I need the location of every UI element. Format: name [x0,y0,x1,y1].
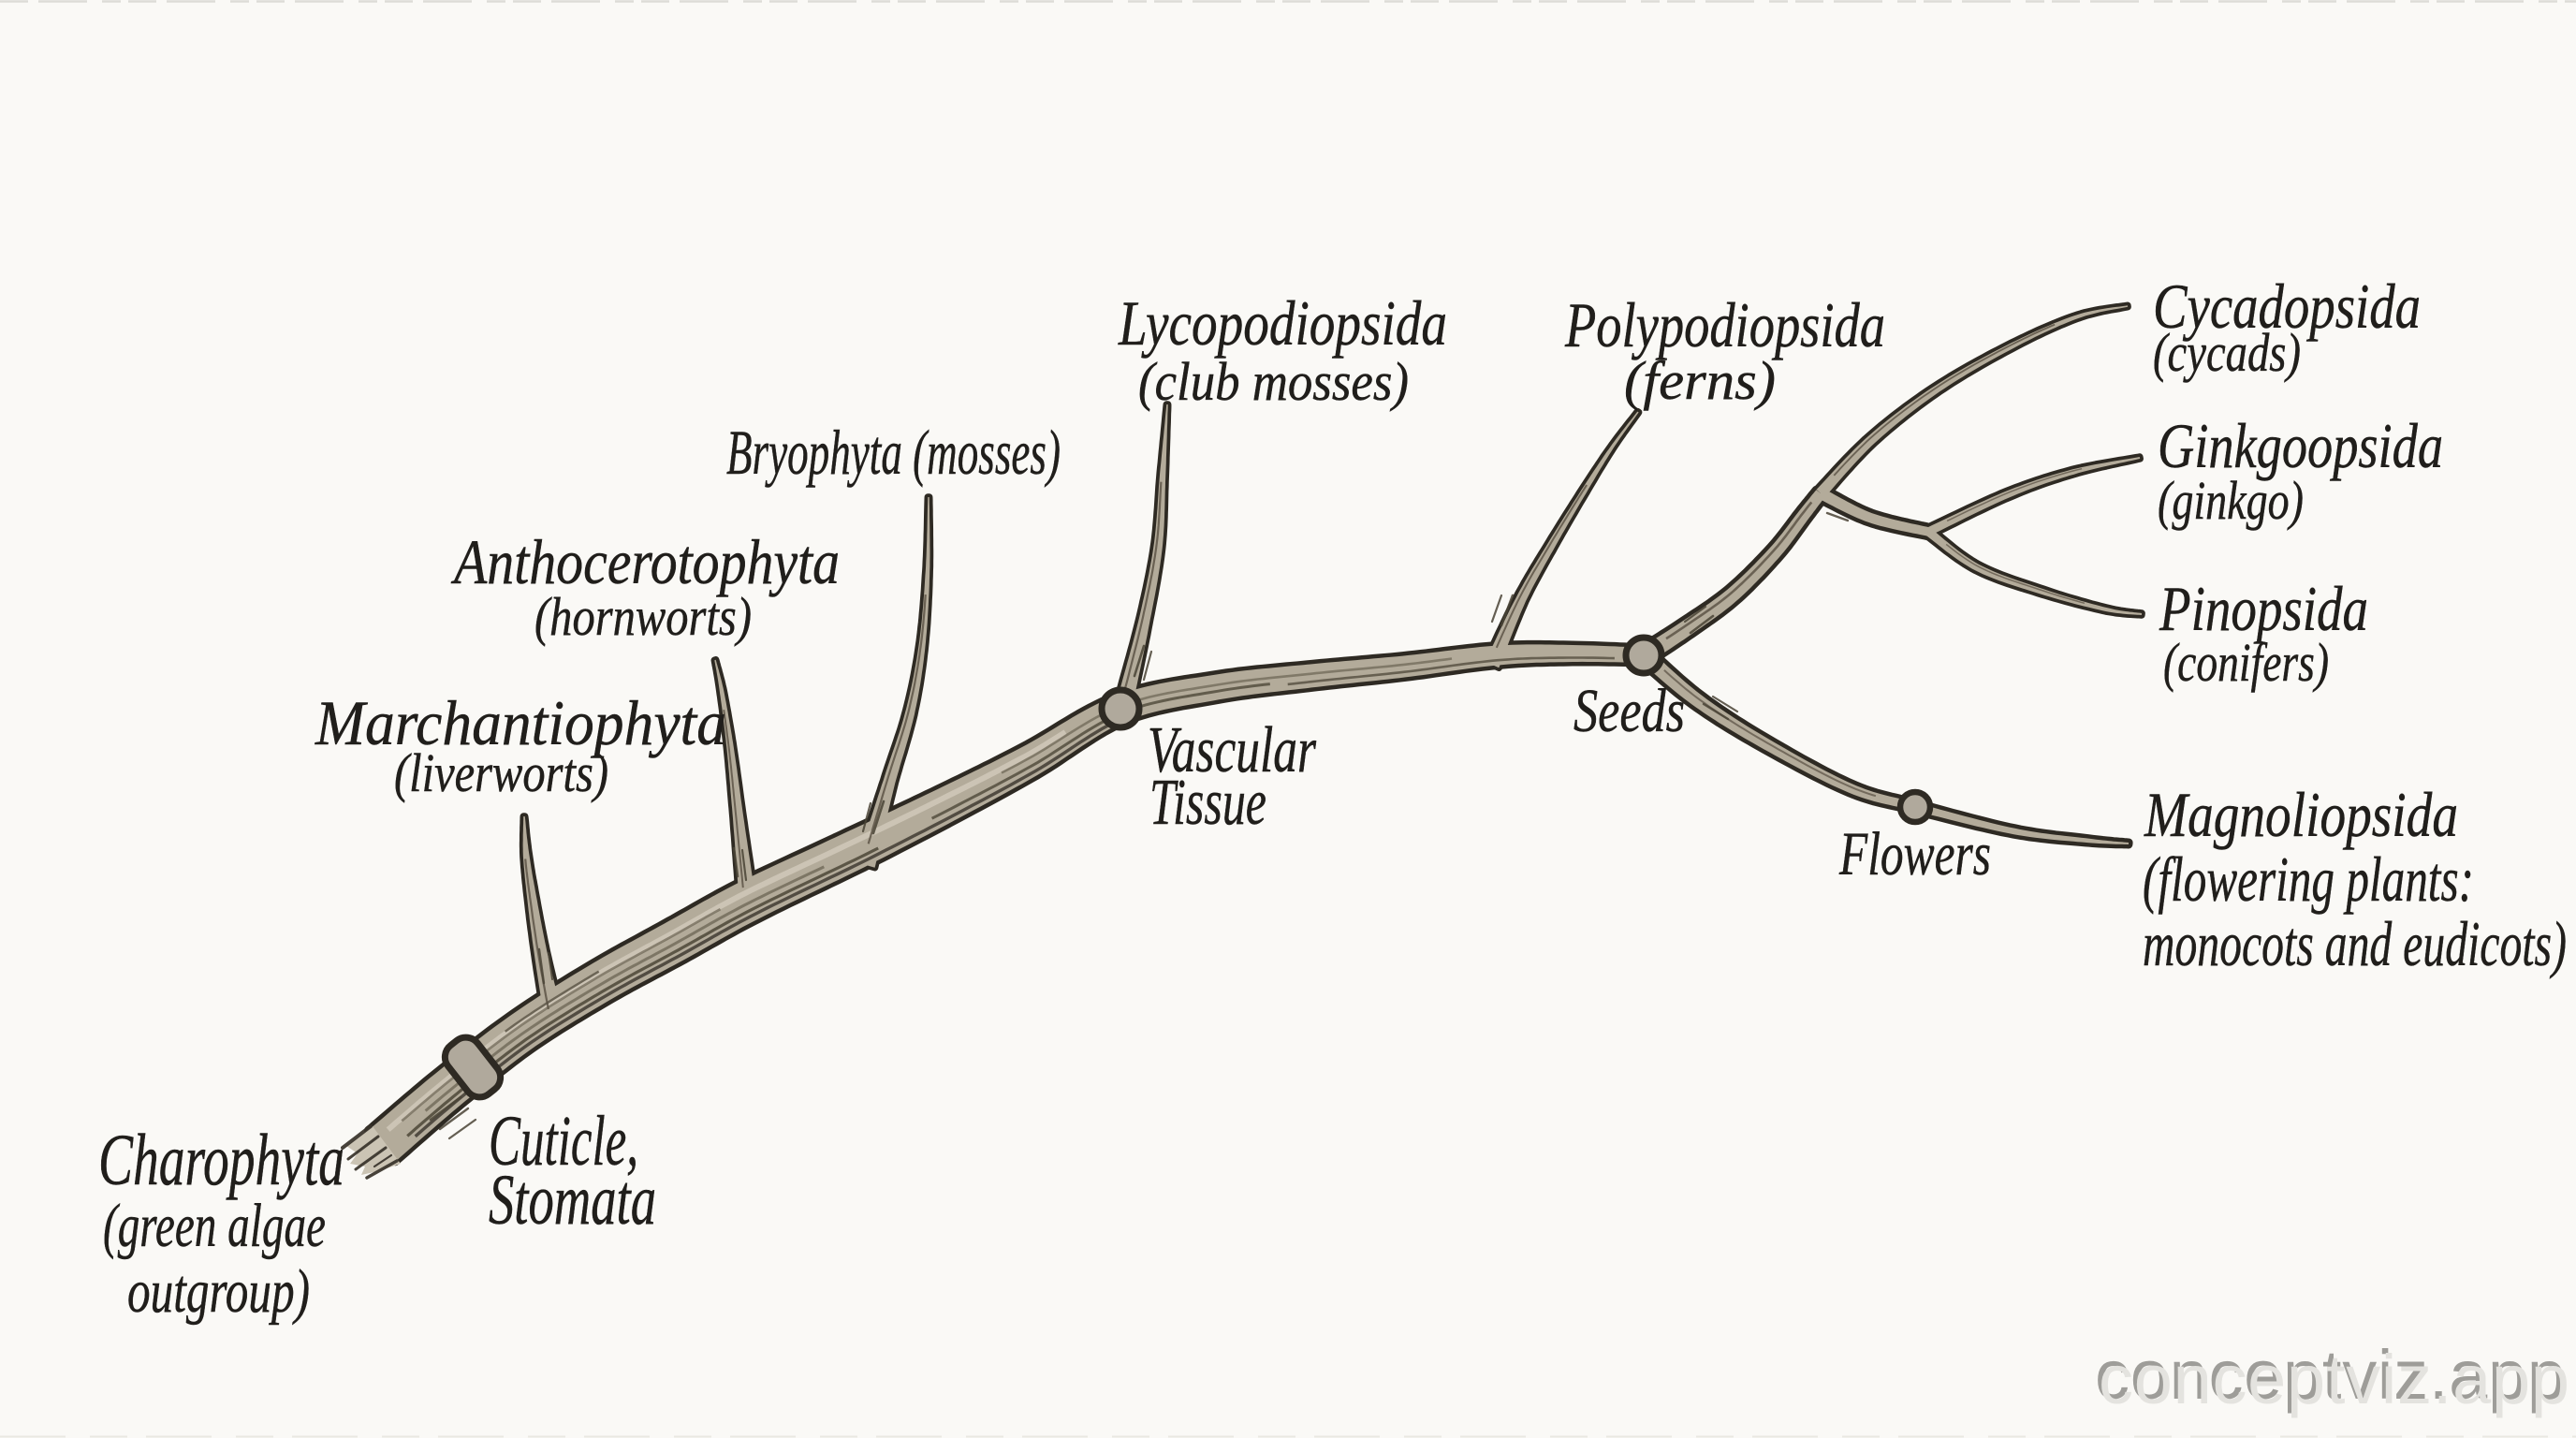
svg-text:(hornworts): (hornworts) [534,586,752,647]
svg-text:Anthocerotophyta: Anthocerotophyta [451,526,840,597]
svg-text:Cycadopsida: Cycadopsida [2153,271,2421,342]
svg-text:Polypodiopsida: Polypodiopsida [1564,289,1885,360]
svg-text:Marchantiophyta: Marchantiophyta [315,687,726,758]
svg-text:Lycopodiopsida: Lycopodiopsida [1118,287,1447,359]
svg-text:Charophyta: Charophyta [98,1119,344,1200]
svg-text:Vascular: Vascular [1148,714,1317,786]
svg-text:conceptviz.app: conceptviz.app [2095,1336,2566,1414]
svg-text:(ferns): (ferns) [1624,350,1776,411]
svg-text:Pinopsida: Pinopsida [2159,573,2368,644]
svg-text:(flowering plants:: (flowering plants: [2143,844,2474,915]
svg-text:Tissue: Tissue [1149,767,1266,839]
svg-text:(ginkgo): (ginkgo) [2158,470,2304,531]
svg-text:Flowers: Flowers [1838,820,1991,888]
svg-text:Stomata: Stomata [489,1161,656,1240]
svg-text:outgroup): outgroup) [127,1257,310,1326]
svg-text:Ginkgoopsida: Ginkgoopsida [2158,410,2443,481]
svg-text:monocots and eudicots): monocots and eudicots) [2143,908,2567,979]
svg-text:conceptviz.app: conceptviz.app [2099,1341,2569,1418]
svg-text:(liverworts): (liverworts) [394,742,608,803]
svg-text:(conifers): (conifers) [2163,632,2329,693]
svg-text:(green algae: (green algae [103,1192,326,1260]
svg-text:Bryophyta (mosses): Bryophyta (mosses) [726,417,1061,488]
svg-text:Cuticle,: Cuticle, [489,1102,638,1181]
svg-text:(club mosses): (club mosses) [1138,351,1409,412]
svg-text:(cycads): (cycads) [2153,322,2301,383]
svg-text:Magnoliopsida: Magnoliopsida [2144,779,2458,850]
svg-text:Seeds: Seeds [1573,677,1685,745]
